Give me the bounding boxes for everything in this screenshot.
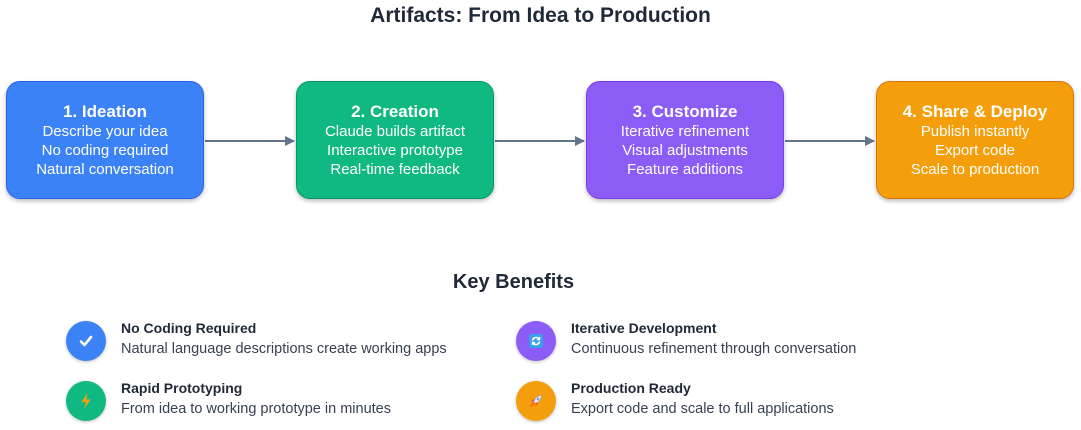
benefit-description: Continuous refinement through conversati… (571, 341, 857, 357)
refresh-icon (516, 321, 556, 361)
benefit-no-coding: No Coding Required Natural language desc… (66, 320, 526, 364)
rocket-icon (516, 381, 556, 421)
benefit-iterative: Iterative Development Continuous refinem… (516, 320, 976, 364)
step-share-deploy: 4. Share & Deploy Publish instantly Expo… (876, 81, 1074, 199)
step-title: 1. Ideation (62, 102, 148, 121)
step-line: Export code (934, 142, 1016, 159)
diagram-title: Artifacts: From Idea to Production (370, 4, 711, 27)
step-line: Interactive prototype (327, 142, 463, 159)
step-line: Describe your idea (42, 123, 168, 140)
step-title: 3. Customize (632, 102, 738, 121)
step-line: Claude builds artifact (324, 123, 466, 140)
benefit-description: From idea to working prototype in minute… (121, 401, 391, 417)
step-creation: 2. Creation Claude builds artifact Inter… (296, 81, 494, 199)
checkmark-icon (66, 321, 106, 361)
benefit-title: Production Ready (571, 380, 691, 396)
benefit-title: No Coding Required (121, 320, 257, 336)
benefit-title: Rapid Prototyping (121, 380, 243, 396)
step-line: Iterative refinement (620, 123, 750, 140)
benefit-description: Export code and scale to full applicatio… (571, 401, 834, 417)
step-line: Natural conversation (36, 161, 174, 178)
step-line: Scale to production (910, 161, 1040, 178)
step-line: No coding required (41, 142, 169, 159)
benefit-title: Iterative Development (571, 320, 717, 336)
benefit-description: Natural language descriptions create wor… (121, 341, 447, 357)
benefits-title: Key Benefits (452, 271, 575, 293)
step-ideation: 1. Ideation Describe your idea No coding… (6, 81, 204, 199)
benefit-rapid-prototyping: Rapid Prototyping From idea to working p… (66, 380, 526, 424)
step-title: 2. Creation (351, 102, 439, 121)
benefit-production-ready: Production Ready Export code and scale t… (516, 380, 976, 424)
lightning-icon (66, 381, 106, 421)
step-customize: 3. Customize Iterative refinement Visual… (586, 81, 784, 199)
step-line: Real-time feedback (330, 161, 460, 178)
step-title: 4. Share & Deploy (902, 102, 1048, 121)
step-line: Visual adjustments (622, 142, 748, 159)
step-line: Feature additions (627, 161, 743, 178)
step-line: Publish instantly (920, 123, 1030, 140)
